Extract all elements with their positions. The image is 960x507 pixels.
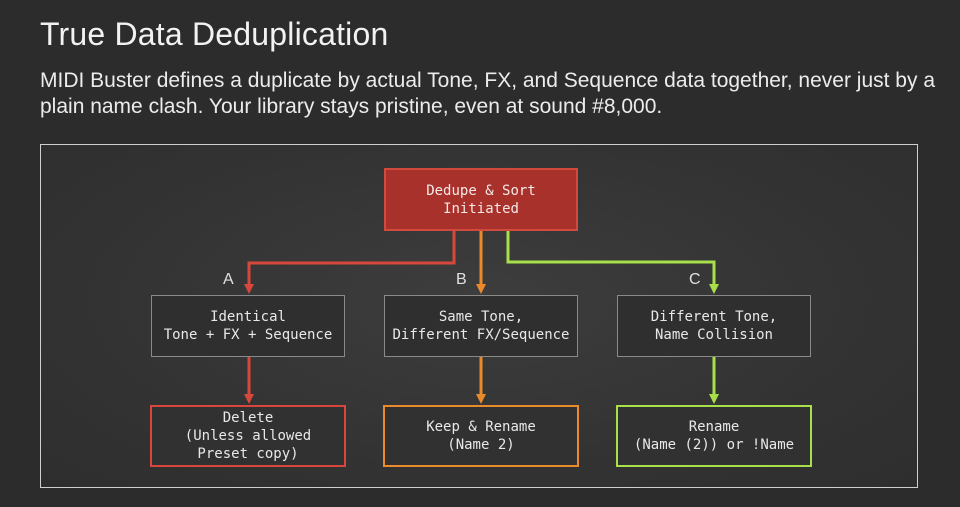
condition-node-b: Same Tone, Different FX/Sequence: [384, 295, 578, 357]
outcome-node-a: Delete (Unless allowed Preset copy): [150, 405, 346, 467]
connector-root-to-c: [506, 231, 719, 294]
branch-label-b: B: [456, 271, 467, 288]
page-title: True Data Deduplication: [40, 16, 389, 52]
condition-node-c: Different Tone, Name Collision: [617, 295, 811, 357]
condition-node-a: Identical Tone + FX + Sequence: [151, 295, 345, 357]
flowchart: Dedupe & Sort Initiated A B C Identical …: [40, 144, 918, 488]
connector-root-to-a: [244, 231, 456, 294]
root-node: Dedupe & Sort Initiated: [384, 168, 578, 231]
outcome-node-c: Rename (Name (2)) or !Name: [616, 405, 812, 467]
branch-label-c: C: [689, 271, 701, 288]
branch-label-a: A: [223, 271, 234, 288]
page-subtitle: MIDI Buster defines a duplicate by actua…: [40, 69, 936, 118]
outcome-node-b: Keep & Rename (Name 2): [383, 405, 579, 467]
flowchart-connectors: [244, 231, 719, 404]
